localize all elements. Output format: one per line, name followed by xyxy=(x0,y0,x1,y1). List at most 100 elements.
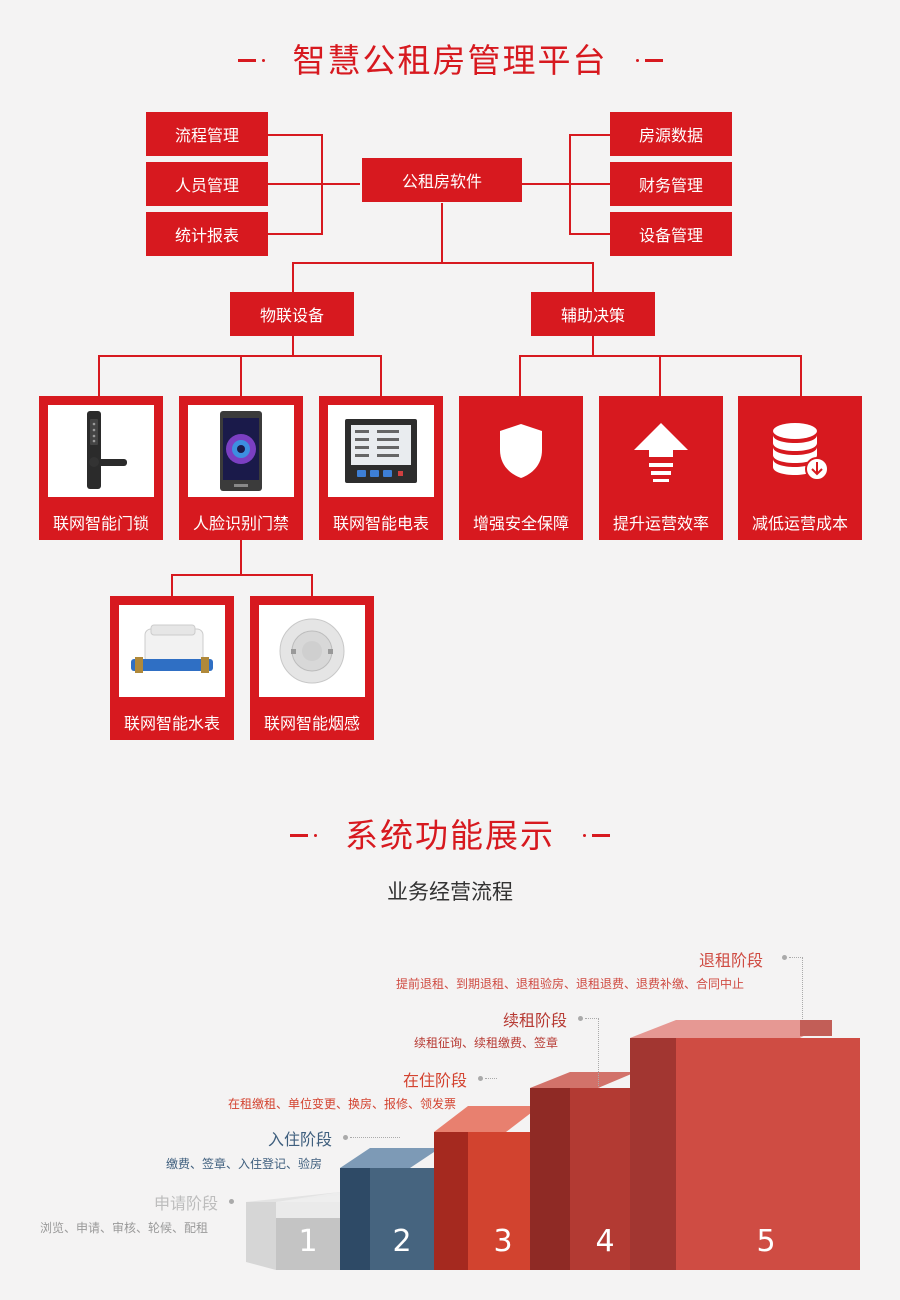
connector-line xyxy=(321,134,323,235)
face-terminal-icon xyxy=(220,411,262,491)
card-smart-water-meter: 联网智能水表 xyxy=(110,596,234,740)
caption-smart-smoke-detector: 联网智能烟感 xyxy=(263,714,360,733)
door-lock-image xyxy=(48,405,154,497)
connector-line xyxy=(592,336,594,356)
shield-icon xyxy=(500,424,542,478)
connector-line xyxy=(171,574,313,576)
connector-line xyxy=(292,262,594,264)
connector-line xyxy=(171,574,173,597)
connector-line xyxy=(569,134,571,235)
connector-line xyxy=(519,355,521,396)
step-block-2 xyxy=(340,1148,440,1270)
connector-line xyxy=(292,336,294,356)
step-block-5 xyxy=(630,1020,860,1270)
connector-line xyxy=(268,183,360,185)
leader-dot xyxy=(343,1135,348,1140)
electric-meter-image xyxy=(328,405,434,497)
connector-line xyxy=(570,134,610,136)
card-efficiency: 提升运营效率 xyxy=(599,396,723,540)
stage-title-checkin: 入住阶段 xyxy=(268,1130,333,1149)
stage-desc-residence: 在租缴租、单位变更、换房、报修、领发票 xyxy=(228,1097,457,1111)
step-number-4: 4 xyxy=(595,1224,615,1259)
connector-line xyxy=(240,355,242,396)
node-process-management: 流程管理 xyxy=(146,112,268,156)
node-device-management: 设备管理 xyxy=(610,212,732,256)
caption-face-recognition: 人脸识别门禁 xyxy=(192,514,289,533)
leader-line xyxy=(789,957,803,958)
stage-desc-renewal: 续租征询、续租缴费、签章 xyxy=(414,1036,559,1050)
stage-desc-checkin: 缴费、签章、入住登记、验房 xyxy=(166,1157,323,1171)
step-number-1: 1 xyxy=(298,1224,318,1259)
step-number-3: 3 xyxy=(493,1224,513,1259)
leader-dot xyxy=(782,955,787,960)
card-smart-electric-meter: 联网智能电表 xyxy=(319,396,443,540)
connector-line xyxy=(240,538,242,575)
section-title-platform: 智慧公租房管理平台 xyxy=(0,34,900,82)
features-title: 系统功能展示 xyxy=(345,816,555,855)
step-block-1 xyxy=(246,1192,372,1270)
leader-dot xyxy=(229,1199,234,1204)
leader-line xyxy=(485,1078,497,1079)
connector-line xyxy=(98,355,100,396)
node-personnel-management: 人员管理 xyxy=(146,162,268,206)
connector-line xyxy=(800,355,802,396)
connector-line xyxy=(592,262,594,292)
title-deco-right xyxy=(630,39,663,78)
connector-line xyxy=(570,233,610,235)
stage-desc-checkout: 提前退租、到期退租、退租验房、退租退费、退费补缴、合同中止 xyxy=(396,977,745,991)
connector-line xyxy=(522,183,610,185)
leader-line xyxy=(802,957,803,1019)
connector-line xyxy=(292,262,294,292)
node-housing-data: 房源数据 xyxy=(610,112,732,156)
step-number-2: 2 xyxy=(392,1224,412,1259)
water-meter-icon xyxy=(131,624,213,673)
connector-line xyxy=(441,203,443,264)
card-face-recognition: 人脸识别门禁 xyxy=(179,396,303,540)
caption-smart-electric-meter: 联网智能电表 xyxy=(332,514,429,533)
step-block-4 xyxy=(530,1072,640,1270)
database-cost-icon xyxy=(773,423,829,481)
caption-smart-water-meter: 联网智能水表 xyxy=(123,714,220,733)
node-statistics-report: 统计报表 xyxy=(146,212,268,256)
stage-title-checkout: 退租阶段 xyxy=(699,951,764,970)
connector-line xyxy=(659,355,661,396)
connector-line xyxy=(268,233,322,235)
step-block-3 xyxy=(434,1106,540,1270)
water-meter-image xyxy=(119,605,225,697)
connector-line xyxy=(268,134,322,136)
connector-line xyxy=(311,574,313,597)
node-finance-management: 财务管理 xyxy=(610,162,732,206)
electric-meter-icon xyxy=(345,419,417,483)
card-smart-smoke-detector: 联网智能烟感 xyxy=(250,596,374,740)
node-rental-software: 公租房软件 xyxy=(362,158,522,202)
title-deco-left xyxy=(237,39,271,78)
door-lock-icon xyxy=(87,411,127,489)
leader-line xyxy=(350,1137,400,1138)
node-decision-support: 辅助决策 xyxy=(531,292,655,336)
leader-dot xyxy=(578,1016,583,1021)
stage-title-residence: 在住阶段 xyxy=(403,1071,468,1090)
leader-line xyxy=(585,1018,599,1019)
smoke-detector-image xyxy=(259,605,365,697)
card-smart-door-lock: 联网智能门锁 xyxy=(39,396,163,540)
stage-title-renewal: 续租阶段 xyxy=(503,1011,568,1030)
connector-line xyxy=(380,355,382,396)
leader-dot xyxy=(478,1076,483,1081)
title-deco-left xyxy=(290,814,323,853)
title-deco-right xyxy=(577,814,610,853)
card-cost-reduction: 减低运营成本 xyxy=(738,396,862,540)
node-iot-devices: 物联设备 xyxy=(230,292,354,336)
caption-efficiency: 提升运营效率 xyxy=(612,514,709,533)
stage-desc-apply: 浏览、申请、审核、轮候、配租 xyxy=(40,1221,209,1235)
caption-safety-assurance: 增强安全保障 xyxy=(472,514,569,533)
leader-line xyxy=(598,1018,599,1086)
smoke-detector-icon xyxy=(279,618,345,684)
card-safety-assurance: 增强安全保障 xyxy=(459,396,583,540)
face-terminal-image xyxy=(188,405,294,497)
stage-title-apply: 申请阶段 xyxy=(154,1194,219,1213)
caption-cost-reduction: 减低运营成本 xyxy=(751,514,848,533)
section-title-features: 系统功能展示 xyxy=(0,809,900,857)
upload-arrow-icon xyxy=(634,423,688,482)
step-number-5: 5 xyxy=(756,1224,776,1259)
